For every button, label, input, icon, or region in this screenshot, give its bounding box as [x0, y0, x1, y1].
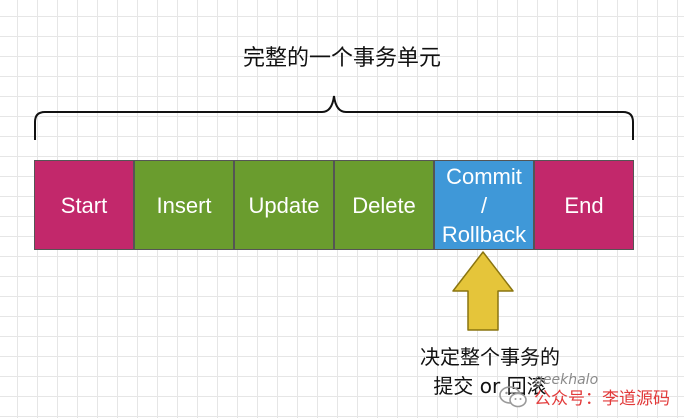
step-end: End: [534, 160, 634, 250]
watermark: geekhalo 公众号：李道源码: [498, 372, 670, 410]
step-commit-rollback: Commit / Rollback: [434, 160, 534, 250]
step-slash-label: /: [480, 192, 488, 218]
step-start-label: Start: [60, 192, 108, 218]
note-line-1: 决定整个事务的: [420, 345, 560, 369]
step-update: Update: [234, 160, 334, 250]
commit-decision-note: 决定整个事务的 提交 or 回滚: [340, 343, 640, 401]
note-line-2: 提交 or 回滚: [433, 374, 547, 398]
step-start: Start: [34, 160, 134, 250]
step-insert-label: Insert: [156, 192, 212, 218]
step-commit-label: Commit: [446, 163, 522, 189]
step-insert: Insert: [134, 160, 234, 250]
wechat-icon: [498, 384, 528, 410]
watermark-handle: geekhalo: [534, 372, 599, 388]
step-update-label: Update: [248, 192, 320, 218]
step-rollback-label: Rollback: [441, 221, 527, 247]
watermark-brand: 公众号：李道源码: [534, 389, 670, 409]
transaction-unit-label: 完整的一个事务单元: [242, 46, 441, 71]
step-end-label: End: [564, 192, 604, 218]
step-delete-label: Delete: [352, 192, 416, 218]
step-delete: Delete: [334, 160, 434, 250]
